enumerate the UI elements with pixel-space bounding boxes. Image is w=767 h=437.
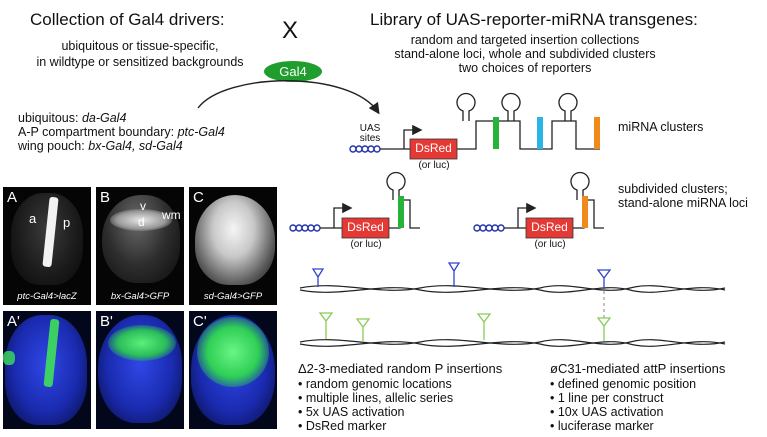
driver-ap-boundary: A-P compartment boundary: ptc-Gal4 <box>18 125 225 139</box>
random-insertions-item: • multiple lines, allelic series <box>298 391 454 405</box>
mirna-orange <box>582 196 588 228</box>
drivers-title: Collection of Gal4 drivers: <box>30 10 225 29</box>
insertion-marker <box>476 313 492 340</box>
random-insertions-title: Δ2-3-mediated random P insertions <box>298 361 503 376</box>
panel-A: A a p ptc-Gal4>lacZ <box>3 187 91 305</box>
driver-gene: ptc-Gal4 <box>177 125 225 139</box>
driver-label: ubiquitous: <box>18 111 82 125</box>
dsred-label: DsRed <box>347 220 384 234</box>
panel-B: B v d wm bx-Gal4>GFP <box>96 187 184 305</box>
random-insertions-item: • random genomic locations <box>298 377 452 391</box>
driver-wing-pouch: wing pouch: bx-Gal4, sd-Gal4 <box>18 139 183 153</box>
promoter-arrow <box>403 124 423 149</box>
targeted-insertions-item: • 1 line per construct <box>550 391 664 405</box>
panel-label: A' <box>7 313 20 330</box>
library-title: Library of UAS-reporter-miRNA transgenes… <box>370 10 698 29</box>
subdivided-construct-2 <box>473 171 604 239</box>
library-subtitle-2: stand-alone loci, whole and subdivided c… <box>394 47 656 61</box>
driver-gene: da-Gal4 <box>81 111 127 125</box>
uas-label-line1: UAS <box>359 123 381 134</box>
driver-ubiquitous: ubiquitous: da-Gal4 <box>18 111 126 125</box>
library-subtitle-3: two choices of reporters <box>458 61 592 75</box>
insertion-marker <box>311 268 325 287</box>
targeted-insertions-title: øC31-mediated attP insertions <box>550 361 726 376</box>
panel-C-prime: C' <box>189 311 277 429</box>
targeted-insertions-item: • luciferase marker <box>550 419 654 433</box>
dsred-label: DsRed <box>531 220 568 234</box>
mirna-orange <box>594 117 600 149</box>
driver-label: A-P compartment boundary: <box>18 125 178 139</box>
panel-A-prime: A' <box>3 311 91 429</box>
mirna-green <box>398 196 404 228</box>
dsred-label: DsRed <box>415 141 452 155</box>
whole-cluster-construct <box>349 92 600 160</box>
subdivided-construct-1 <box>289 171 420 239</box>
insertion-marker <box>596 317 612 341</box>
expression-pouch <box>197 317 269 387</box>
panel-caption: sd-Gal4>GFP <box>203 291 263 302</box>
random-insertions-item: • 5x UAS activation <box>298 405 405 419</box>
hairpin <box>558 92 578 121</box>
random-insertions-item: • DsRed marker <box>298 419 387 433</box>
insertion-marker <box>596 269 612 289</box>
library-subtitle-1: random and targeted insertion collection… <box>410 33 640 47</box>
drivers-subtitle-1: ubiquitous or tissue-specific, <box>61 39 219 53</box>
driver-gene: bx-Gal4, sd-Gal4 <box>88 139 183 153</box>
uas-label: UAS sites <box>356 124 384 144</box>
panel-annotation: v <box>140 199 146 213</box>
subdivided-label-2: stand-alone miRNA loci <box>618 196 748 210</box>
expression-band <box>110 209 172 231</box>
panel-label: C <box>193 189 204 206</box>
panel-annotation: p <box>63 215 71 230</box>
uas-label-line2: sites <box>359 133 381 144</box>
panel-C: C sd-Gal4>GFP <box>189 187 277 305</box>
panel-annotation: wm <box>162 208 181 222</box>
panel-B-prime: B' <box>96 311 184 429</box>
hairpin <box>456 92 476 121</box>
hairpin <box>501 92 521 121</box>
panel-annotation: a <box>29 211 37 226</box>
insertion-marker <box>318 312 334 339</box>
hairpin <box>570 171 590 200</box>
subdivided-label-1: subdivided clusters; <box>618 182 728 196</box>
alt-reporter-label: (or luc) <box>534 239 566 250</box>
insertion-marker <box>355 318 371 341</box>
targeted-insertions-item: • defined genomic position <box>550 377 697 391</box>
mirna-green <box>493 117 499 149</box>
panel-label: B' <box>100 313 113 330</box>
panel-label: A <box>7 189 18 206</box>
alt-reporter-label: (or luc) <box>418 160 450 171</box>
hairpin <box>386 171 406 200</box>
mirna-clusters-label: miRNA clusters <box>618 120 704 134</box>
mirna-blue <box>537 117 543 149</box>
gal4-badge-label: Gal4 <box>279 64 307 79</box>
random-insertion-genome <box>299 262 541 347</box>
targeted-insertions-item: • 10x UAS activation <box>550 405 664 419</box>
panel-label: C' <box>193 313 207 330</box>
expression-band <box>108 325 176 361</box>
cluster-backbone <box>457 120 600 150</box>
targeted-insertion-genome <box>539 269 726 347</box>
panel-caption: bx-Gal4>GFP <box>110 291 170 302</box>
wing-disc-shape <box>195 195 275 285</box>
alt-reporter-label: (or luc) <box>350 239 382 250</box>
gal4-badge: Gal4 <box>264 61 322 82</box>
uas-sites <box>349 145 381 153</box>
driver-label: wing pouch: <box>18 139 89 153</box>
panel-caption: ptc-Gal4>lacZ <box>17 291 77 302</box>
drivers-subtitle-2: in wildtype or sensitized backgrounds <box>36 55 244 69</box>
cross-symbol: X <box>282 17 299 44</box>
expression-spot <box>3 351 15 365</box>
panel-annotation: d <box>138 215 145 229</box>
panel-label: B <box>100 189 111 206</box>
insertion-marker <box>447 262 461 287</box>
gal4-arrow <box>197 80 380 115</box>
